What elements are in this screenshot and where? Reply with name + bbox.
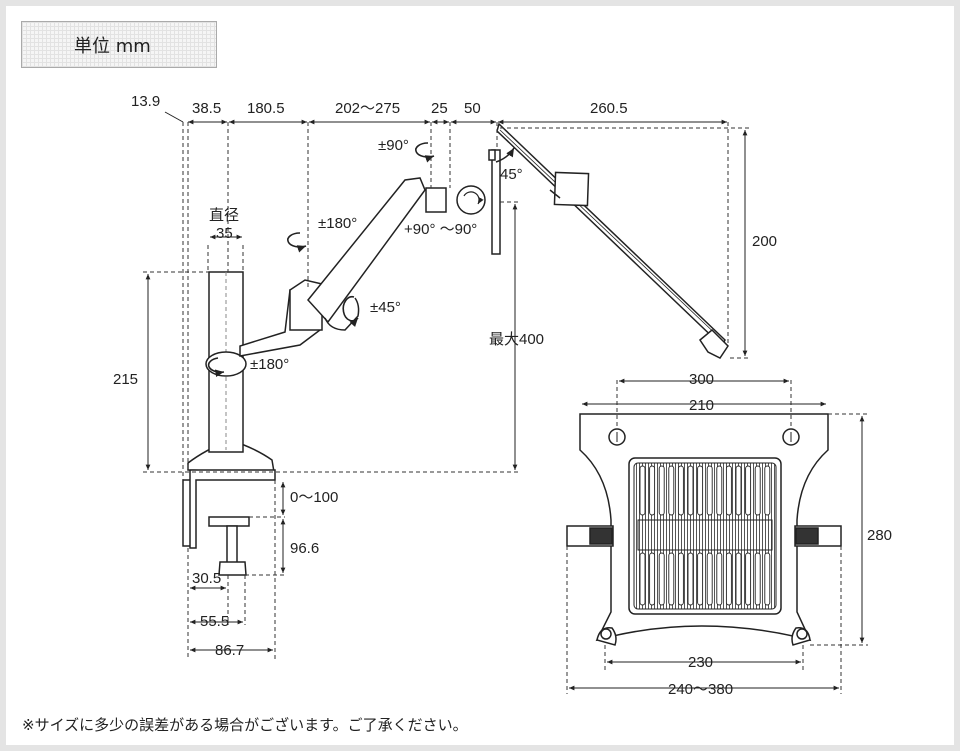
vent-slot: [649, 552, 656, 606]
vent-slot: [706, 552, 713, 606]
label-rotate-45: ±45°: [370, 299, 401, 316]
vent-slot: [764, 465, 771, 516]
vent-slot: [754, 552, 761, 606]
dim-280: 280: [867, 527, 892, 544]
vent-slot: [677, 465, 684, 516]
tray-side-clip: [553, 171, 590, 207]
vent-slot: [764, 552, 771, 606]
dim-96-6: 96.6: [290, 540, 319, 557]
label-tilt-45: 45°: [500, 166, 523, 183]
vesa-plate: [491, 149, 501, 255]
vent-slot: [697, 465, 704, 516]
dimension-lines: [145, 119, 865, 691]
label-rotate-180-pole: ±180°: [250, 356, 289, 373]
disclaimer-note: ※サイズに多少の誤差がある場合がございます。ご了承ください。: [22, 716, 468, 734]
dim-max-400: 最大400: [489, 331, 544, 348]
label-rotate-90: ±90°: [378, 137, 409, 154]
label-rotate-180-arm: ±180°: [318, 215, 357, 232]
vent-slot: [735, 465, 742, 516]
clamp-pad: [208, 516, 250, 527]
dim-50: 50: [464, 100, 481, 117]
label-diameter: 直径: [209, 207, 239, 224]
reference-lines: [143, 122, 868, 694]
dimension-labels: 13.9 38.5 180.5 202～275 25 50 260.5 ±90°…: [113, 93, 892, 698]
vent-slot: [697, 552, 704, 606]
vent-slot: [725, 552, 732, 606]
rotate-arrow-45: [342, 295, 359, 327]
vent-slot: [745, 465, 752, 516]
dim-86-7: 86.7: [215, 642, 244, 659]
unit-label-box: 単位 mm: [21, 21, 217, 68]
unit-label: 単位 mm: [74, 35, 151, 57]
vent-slot: [658, 465, 665, 516]
dim-13-9: 13.9: [131, 93, 160, 110]
dim-180-5: 180.5: [247, 100, 285, 117]
vent-slot: [754, 465, 761, 516]
vent-slot: [687, 465, 694, 516]
vent-slot: [677, 552, 684, 606]
dim-260-5: 260.5: [590, 100, 628, 117]
vent-slot: [706, 465, 713, 516]
dim-300: 300: [689, 371, 714, 388]
clamp-body: [189, 469, 276, 549]
dim-202-275: 202～275: [335, 100, 400, 117]
tray-vent-slots: [639, 465, 771, 606]
rotation-arrows: [207, 142, 515, 378]
vent-slot: [668, 465, 675, 516]
vent-slot: [716, 465, 723, 516]
dim-35: 35: [216, 225, 233, 242]
dim-55-5: 55.5: [200, 613, 229, 630]
leader-13-9: [164, 111, 184, 123]
dim-215: 215: [113, 371, 138, 388]
vent-slot: [639, 465, 646, 516]
monitor-arm: [182, 149, 501, 576]
rotate-arrow-pole: [207, 357, 225, 378]
vent-slot: [668, 552, 675, 606]
tilt-joint: [456, 185, 486, 215]
vent-slot: [735, 552, 742, 606]
dim-30-5: 30.5: [192, 570, 221, 587]
vent-slot: [649, 465, 656, 516]
label-tilt-90: +90° ～90°: [404, 221, 477, 238]
rotate-arrow-top: [415, 142, 435, 163]
tilt-arrow-45: [495, 147, 515, 163]
vent-slot: [745, 552, 752, 606]
upper-arm: [307, 177, 426, 324]
tray-side-hook: [699, 328, 729, 359]
clamp-screw: [226, 525, 238, 565]
clamp-knob: [218, 561, 247, 576]
dim-0-100: 0～100: [290, 489, 338, 506]
tray-side-view: [488, 122, 729, 359]
vent-slot: [687, 552, 694, 606]
rotate-arrow-arm: [287, 232, 307, 253]
dim-25: 25: [431, 100, 448, 117]
vent-slot: [725, 465, 732, 516]
tray-front-view: [566, 413, 842, 646]
dim-230: 230: [688, 654, 713, 671]
vent-slot: [658, 552, 665, 606]
dim-38-5: 38.5: [192, 100, 221, 117]
vent-slot: [639, 552, 646, 606]
dim-210: 210: [689, 397, 714, 414]
head-joint: [425, 187, 447, 213]
dim-200: 200: [752, 233, 777, 250]
dim-240-380: 240～380: [668, 681, 733, 698]
vent-slot: [716, 552, 723, 606]
